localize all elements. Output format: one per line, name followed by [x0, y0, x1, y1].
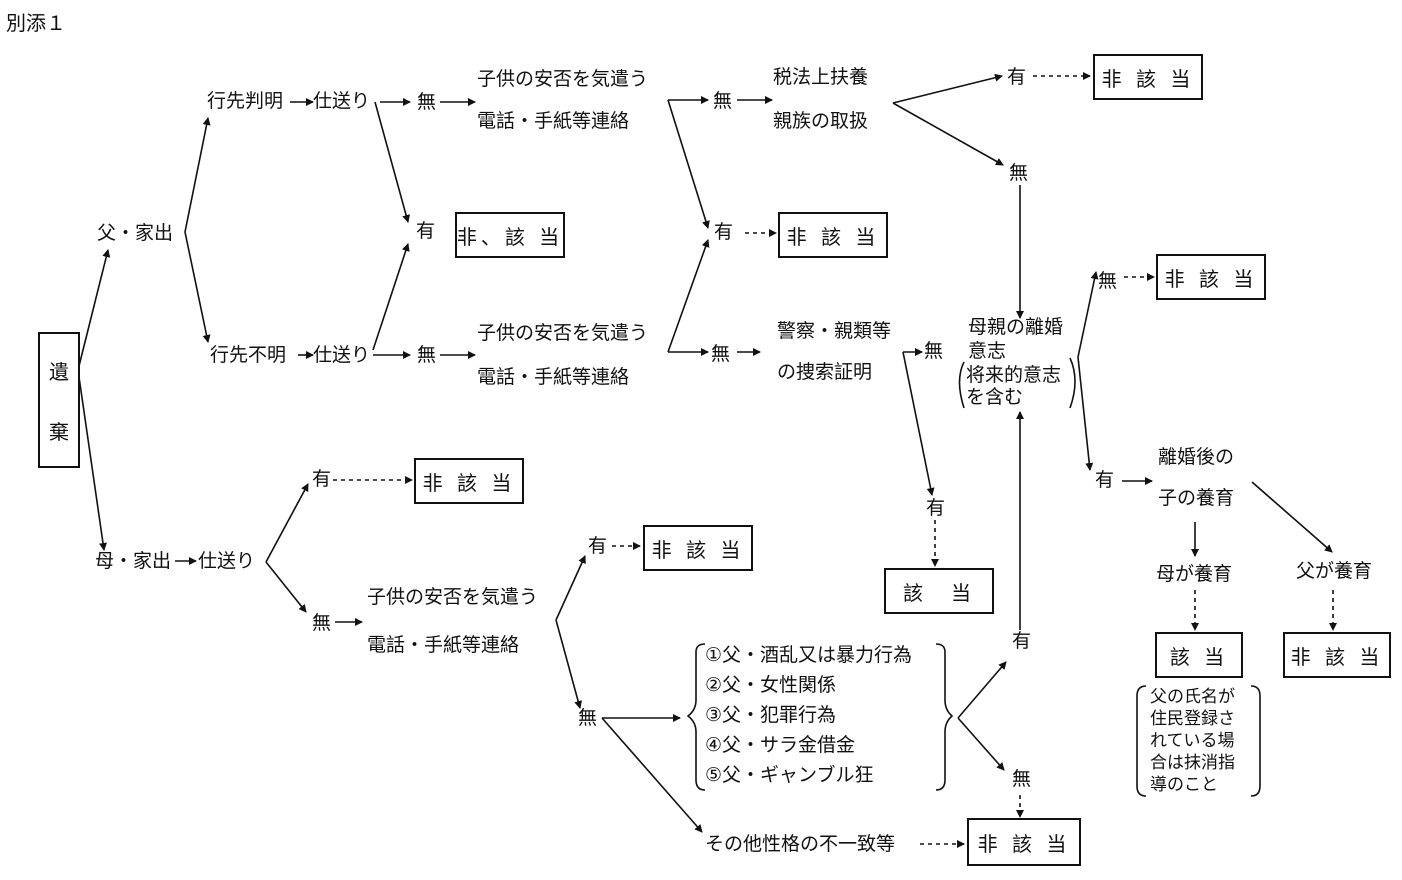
no-label-6: 無 [924, 340, 944, 362]
child-safety-label-3: 子供の安否を気遣う [367, 586, 539, 608]
yes-label-6: 有 [312, 468, 332, 490]
divorce-intent-line-4: を含む [966, 386, 1024, 408]
note-line-1: 父の氏名が [1150, 687, 1235, 707]
page-title: 別添１ [6, 11, 66, 35]
not-applicable-box-8: 非 該 当 [967, 818, 1081, 866]
no-label-4: 無 [711, 343, 731, 365]
reason-4: ④父・サラ金借金 [705, 734, 856, 756]
other-incompatibility-label: その他性格の不一致等 [705, 833, 896, 855]
divorce-intent-line-1: 母親の離婚 [968, 316, 1064, 338]
divorce-intent-line-2: 意志 [968, 340, 1007, 362]
no-label-5: 無 [1009, 162, 1029, 184]
tax-dependent-label-2: 親族の取扱 [773, 110, 869, 132]
not-applicable-box-2: 非 該 当 [778, 212, 888, 258]
yes-label-7: 有 [588, 535, 608, 557]
abandonment-box: 遺 棄 [38, 332, 80, 468]
applicable-box-1: 該 当 [884, 568, 994, 614]
police-search-label-2: の捜索証明 [777, 361, 873, 383]
note-line-2: 住民登録さ [1150, 709, 1235, 729]
abandonment-char-1: 遺 [49, 359, 69, 384]
not-applicable-box-3: 非 該 当 [1093, 54, 1203, 100]
not-applicable-box-6: 非 該 当 [414, 458, 524, 504]
no-label-1: 無 [417, 91, 437, 113]
yes-label-1: 有 [416, 220, 436, 242]
not-applicable-box-7: 非 該 当 [643, 525, 753, 571]
yes-label-4: 有 [1095, 469, 1115, 491]
mother-leaves-label: 母・家出 [95, 550, 172, 572]
reason-3: ③父・犯罪行為 [705, 704, 837, 726]
father-leaves-label: 父・家出 [97, 222, 174, 244]
note-line-5: 導のこと [1150, 775, 1218, 795]
yes-label-2: 有 [714, 221, 734, 243]
remittance-label-top: 仕送り [313, 90, 371, 112]
destination-known-label: 行先判明 [207, 90, 284, 112]
remittance-label-mother: 仕送り [198, 550, 256, 572]
remittance-label-mid: 仕送り [313, 344, 371, 366]
mother-raises-label: 母が養育 [1156, 563, 1233, 585]
police-search-label-1: 警察・親類等 [777, 320, 892, 342]
contact-label-1: 電話・手紙等連絡 [477, 110, 630, 132]
no-label-3: 無 [713, 90, 733, 112]
child-safety-label-1: 子供の安否を気遣う [477, 68, 649, 90]
yes-label-8: 有 [1012, 630, 1032, 652]
no-label-7: 無 [1098, 270, 1118, 292]
yes-label-3: 有 [1007, 66, 1027, 88]
contact-label-3: 電話・手紙等連絡 [367, 634, 520, 656]
post-divorce-label-1: 離婚後の [1158, 446, 1235, 468]
reason-1: ①父・酒乱又は暴力行為 [705, 644, 913, 666]
not-applicable-box-1: 非、該 当 [455, 212, 565, 258]
divorce-intent-line-3: 将来的意志 [966, 364, 1062, 386]
not-applicable-box-5: 非 該 当 [1283, 632, 1391, 678]
abandonment-char-2: 棄 [49, 419, 69, 444]
note-line-3: れている場 [1150, 731, 1235, 751]
yes-label-5: 有 [926, 497, 946, 519]
note-line-4: 合は抹消指 [1150, 753, 1235, 773]
reason-5: ⑤父・ギャンブル狂 [705, 764, 874, 786]
no-label-10: 無 [1012, 768, 1032, 790]
no-label-9: 無 [578, 707, 598, 729]
post-divorce-label-2: 子の養育 [1158, 487, 1235, 509]
not-applicable-box-4: 非 該 当 [1156, 254, 1266, 300]
tax-dependent-label-1: 税法上扶養 [773, 66, 869, 88]
child-safety-label-2: 子供の安否を気遣う [477, 322, 649, 344]
destination-unknown-label: 行先不明 [210, 344, 287, 366]
no-label-2: 無 [417, 344, 437, 366]
reason-2: ②父・女性関係 [705, 674, 837, 696]
no-label-8: 無 [312, 612, 332, 634]
applicable-box-2: 該 当 [1155, 632, 1243, 678]
father-raises-label: 父が養育 [1296, 560, 1373, 582]
contact-label-2: 電話・手紙等連絡 [477, 366, 630, 388]
